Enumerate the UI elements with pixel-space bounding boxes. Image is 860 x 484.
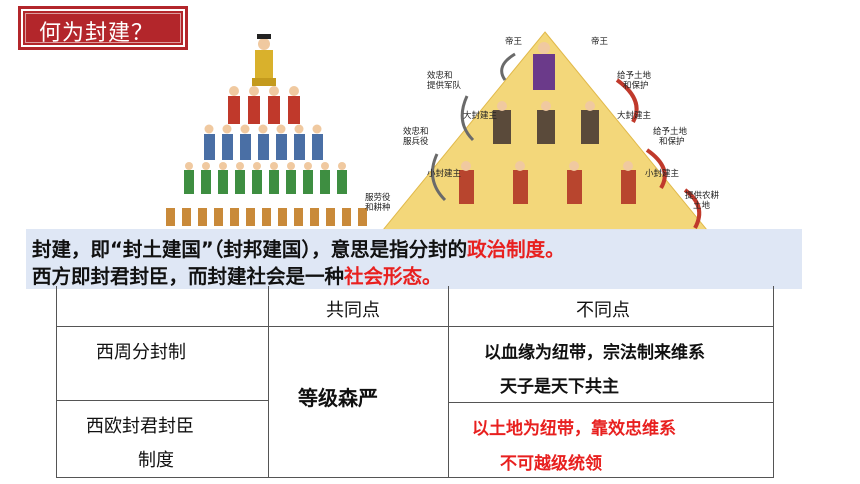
label-small-lord-right: 小封建主	[645, 168, 680, 179]
label-loyalty-military-2: 提供军队	[427, 80, 462, 91]
label-grant-land-1a: 给予土地	[617, 70, 652, 81]
label-grant-land-2b: 和保护	[659, 136, 685, 147]
row1-diff-line2: 天子是天下共主	[500, 377, 619, 397]
label-small-lord-left: 小封建主	[427, 168, 462, 179]
definition-line-2-highlight: 社会形态。	[344, 265, 442, 288]
comparison-table: 共同点 不同点 西周分封制 西欧封君封臣 制度 等级森严 以血缘为纽带，宗法制来…	[56, 286, 774, 478]
table-vline-1	[268, 286, 269, 478]
header-difference: 不同点	[576, 300, 630, 321]
table-hline-row1-right	[448, 402, 774, 403]
label-emperor-right: 帝王	[591, 36, 609, 47]
label-loyalty-service-1: 效忠和	[403, 126, 429, 137]
row1-diff-line1: 以血缘为纽带，宗法制来维系	[484, 343, 705, 363]
label-loyalty-military-1: 效忠和	[427, 70, 453, 81]
label-great-lord-right: 大封建主	[617, 110, 652, 121]
definition-line-1-text: 封建，即“封土建国”（封邦建国），意思是指分封的	[32, 238, 468, 261]
row2-diff-line1: 以土地为纽带，靠效忠维系	[472, 419, 676, 439]
table-vline-right	[773, 286, 774, 478]
chinese-feudal-hierarchy-pyramid-icon	[166, 34, 367, 226]
table-vline-left	[56, 286, 57, 478]
common-value: 等级森严	[298, 386, 378, 410]
table-hline-row1-left	[56, 400, 268, 401]
definition-line-1-highlight: 政治制度。	[467, 238, 565, 261]
label-labor-farming-1: 服劳役	[365, 192, 391, 203]
label-emperor-left: 帝王	[505, 36, 523, 47]
definition-line-2-text: 西方即封君封臣，而封建社会是一种	[32, 265, 345, 288]
table-vline-2	[448, 286, 449, 478]
title-badge: 何为封建？	[18, 6, 188, 50]
european-feudal-pyramid-icon: 帝王 帝王 效忠和 提供军队 给予土地 和保护 大封建主 大封建主 效忠和 服兵…	[365, 31, 720, 230]
label-great-lord-left: 大封建主	[463, 110, 498, 121]
table-hline-bottom	[56, 477, 774, 478]
definition-banner: 封建，即“封土建国”（封邦建国），意思是指分封的政治制度。 西方即封君封臣，而封…	[26, 229, 802, 289]
table-hline-header	[56, 326, 774, 327]
label-farm-land-2: 土地	[693, 200, 711, 211]
row2-diff-line2: 不可越级统领	[500, 454, 602, 474]
row2-name-line1: 西欧封君封臣	[86, 416, 194, 437]
definition-line-1: 封建，即“封土建国”（封邦建国），意思是指分封的政治制度。	[32, 233, 565, 262]
row1-name: 西周分封制	[96, 342, 186, 363]
label-farm-land-1: 提供农耕	[685, 190, 720, 201]
title-badge-border	[25, 13, 181, 43]
label-loyalty-service-2: 服兵役	[403, 136, 429, 147]
definition-line-2: 西方即封君封臣，而封建社会是一种社会形态。	[32, 260, 442, 289]
label-labor-farming-2: 和耕种	[365, 202, 391, 213]
label-grant-land-1b: 和保护	[623, 80, 649, 91]
row2-name-line2: 制度	[138, 450, 174, 471]
label-grant-land-2a: 给予土地	[653, 126, 688, 137]
header-common: 共同点	[326, 300, 380, 321]
page-title: 何为封建？	[39, 21, 155, 46]
